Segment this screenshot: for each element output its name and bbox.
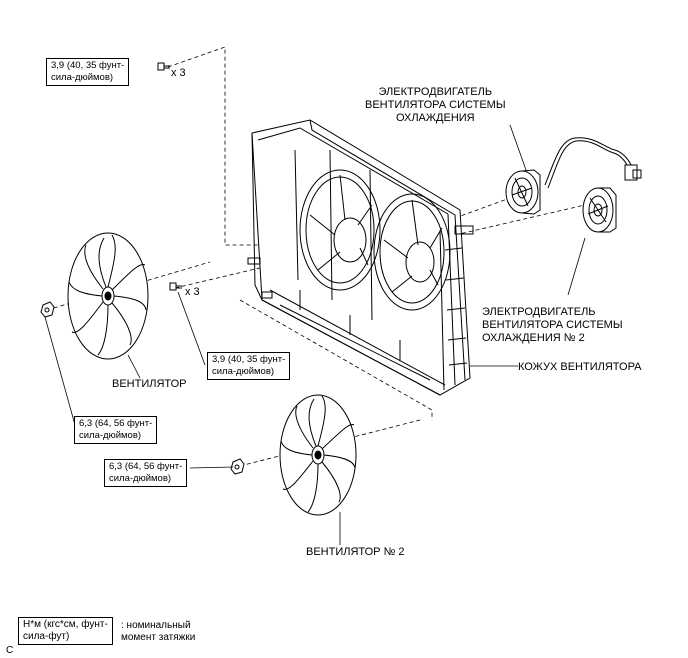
figure-reference: C bbox=[6, 645, 14, 656]
mid-bolt-quantity: x 3 bbox=[185, 286, 200, 298]
label-fan-motor: ЭЛЕКТРОДВИГАТЕЛЬ ВЕНТИЛЯТОРА СИСТЕМЫ ОХЛ… bbox=[365, 86, 506, 124]
torque-box-top-bolt: 3,9 (40, 35 фунт- сила-дюймов) bbox=[46, 58, 130, 86]
fan-motor-1 bbox=[505, 137, 642, 215]
top-bolt-quantity: x 3 bbox=[171, 67, 186, 79]
fan-2 bbox=[279, 394, 357, 516]
torque-box-fan2-nut: 6,3 (64, 56 фунт- сила-дюймов) bbox=[104, 459, 188, 487]
legend-description: : номинальный момент затяжки bbox=[121, 620, 196, 643]
fan-motor-2 bbox=[582, 187, 617, 233]
leader-lines bbox=[44, 124, 586, 545]
fan-1 bbox=[67, 232, 149, 360]
label-fan-motor-2: ЭЛЕКТРОДВИГАТЕЛЬ ВЕНТИЛЯТОРА СИСТЕМЫ ОХЛ… bbox=[482, 306, 623, 344]
nut-fan-2 bbox=[230, 458, 245, 475]
label-fan: ВЕНТИЛЯТОР bbox=[112, 378, 187, 390]
label-fan-shroud: КОЖУХ ВЕНТИЛЯТОРА bbox=[518, 361, 642, 373]
nut-fan-1 bbox=[40, 301, 55, 318]
fan-shroud bbox=[247, 119, 474, 396]
legend-unit-box: Н*м (кгс*см, фунт- сила-фут) bbox=[18, 617, 113, 645]
bolt-top bbox=[157, 62, 170, 71]
bolt-middle bbox=[169, 282, 182, 291]
torque-box-mid-bolt: 3,9 (40, 35 фунт- сила-дюймов) bbox=[207, 352, 291, 380]
label-fan-2: ВЕНТИЛЯТОР № 2 bbox=[306, 546, 405, 558]
torque-box-fan-nut: 6,3 (64, 56 фунт- сила-дюймов) bbox=[74, 416, 158, 444]
